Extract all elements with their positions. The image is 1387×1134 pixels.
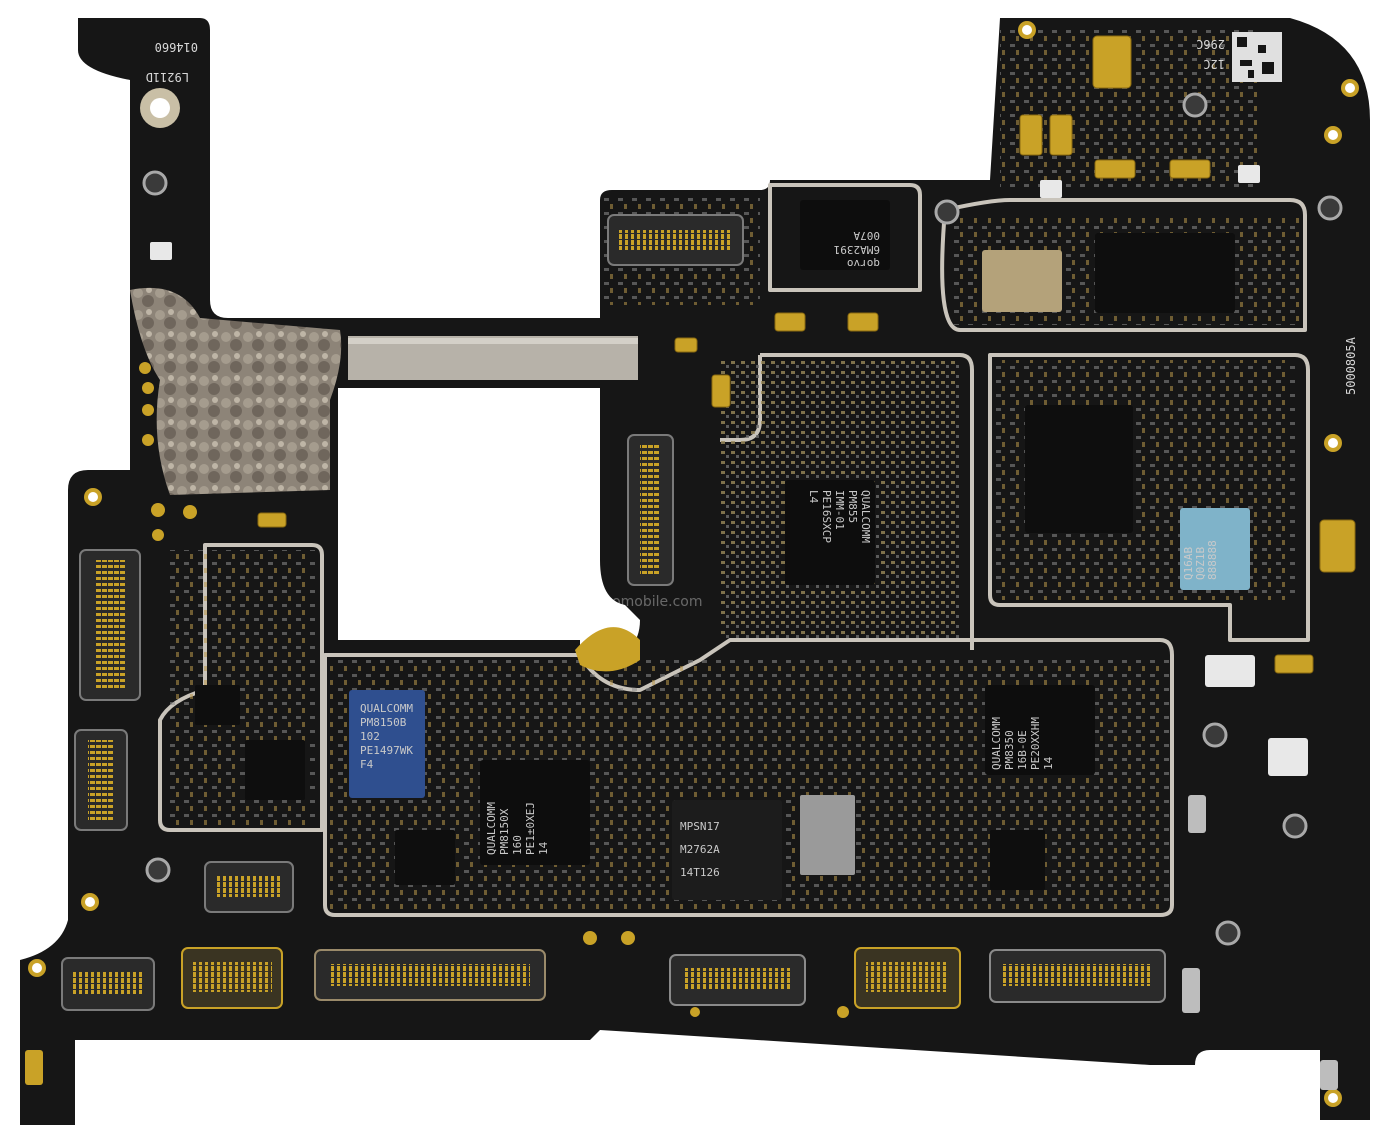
- svg-text:12C: 12C: [1203, 57, 1225, 71]
- gold-components: [257, 35, 1356, 674]
- chip-gold-square: [982, 250, 1062, 312]
- svg-text:MPSN17: MPSN17: [680, 820, 720, 833]
- svg-text:PM8150X: PM8150X: [498, 808, 511, 855]
- svg-text:014660: 014660: [155, 40, 198, 54]
- chip-small: [395, 830, 455, 885]
- svg-text:QUALCOMM: QUALCOMM: [990, 717, 1003, 770]
- svg-text:PM8350: PM8350: [1003, 730, 1016, 770]
- svg-text:QUALCOMM: QUALCOMM: [485, 802, 498, 855]
- svg-text:Q16AB: Q16AB: [1182, 547, 1195, 580]
- svg-text:Q0Z1B: Q0Z1B: [1194, 547, 1207, 580]
- svg-text:PM855: PM855: [846, 490, 859, 523]
- svg-text:L4: L4: [807, 490, 820, 504]
- svg-text:296C: 296C: [1196, 37, 1225, 51]
- test-pads: [139, 362, 849, 1018]
- chip-pm8150x: [480, 760, 590, 865]
- white-parts: [25, 165, 1338, 1090]
- svg-text:PM8150B: PM8150B: [360, 716, 407, 729]
- chip-small: [245, 740, 305, 800]
- svg-text:M2762A: M2762A: [680, 843, 720, 856]
- svg-text:5000805A: 5000805A: [1344, 336, 1358, 395]
- connectors: [61, 214, 1166, 1011]
- svg-text:102: 102: [360, 730, 380, 743]
- svg-text:qorvo: qorvo: [847, 257, 880, 270]
- svg-text:L9211D: L9211D: [146, 70, 189, 84]
- qr-code: [1232, 32, 1282, 82]
- svg-text:PE1497WK: PE1497WK: [360, 744, 413, 757]
- chip-pm8350: [985, 685, 1095, 775]
- svg-text:PE20XXHM: PE20XXHM: [1029, 717, 1042, 770]
- svg-text:160: 160: [511, 835, 524, 855]
- chip-small: [800, 795, 855, 875]
- svg-text:QUALCOMM: QUALCOMM: [360, 702, 413, 715]
- svg-text:14T126: 14T126: [680, 866, 720, 879]
- solder-blob: [130, 287, 342, 495]
- chip-bga: [1025, 405, 1133, 533]
- chip-blue-module: [1180, 508, 1250, 590]
- coax-connectors: [142, 92, 1343, 946]
- shield-strip-shade: [348, 338, 638, 344]
- svg-text:14: 14: [537, 841, 550, 855]
- chip-pm855: [785, 480, 875, 585]
- svg-text:888888: 888888: [1206, 540, 1219, 580]
- svg-text:QUALCOMM: QUALCOMM: [859, 490, 872, 543]
- chip-qorvo: [800, 200, 890, 270]
- svg-text:F4: F4: [360, 758, 374, 771]
- svg-text:16B-0E: 16B-0E: [1016, 730, 1029, 770]
- svg-text:007A: 007A: [853, 229, 880, 242]
- chip-small: [990, 830, 1045, 890]
- chip-mpsn: [672, 800, 782, 900]
- svg-text:IMM-01: IMM-01: [833, 490, 846, 530]
- chip-small: [195, 685, 240, 725]
- svg-text:14: 14: [1042, 756, 1055, 770]
- chip-bga: [1095, 233, 1235, 313]
- board-cutout: [338, 388, 640, 660]
- svg-text:PE16SXCP: PE16SXCP: [820, 490, 833, 543]
- mounting-holes: [28, 21, 1359, 1107]
- watermark: ictomobile.com: [595, 594, 702, 610]
- svg-text:PE1±0XEJ: PE1±0XEJ: [524, 802, 537, 855]
- chip-pm8150b: [349, 690, 425, 798]
- svg-text:6MA2391: 6MA2391: [834, 243, 880, 256]
